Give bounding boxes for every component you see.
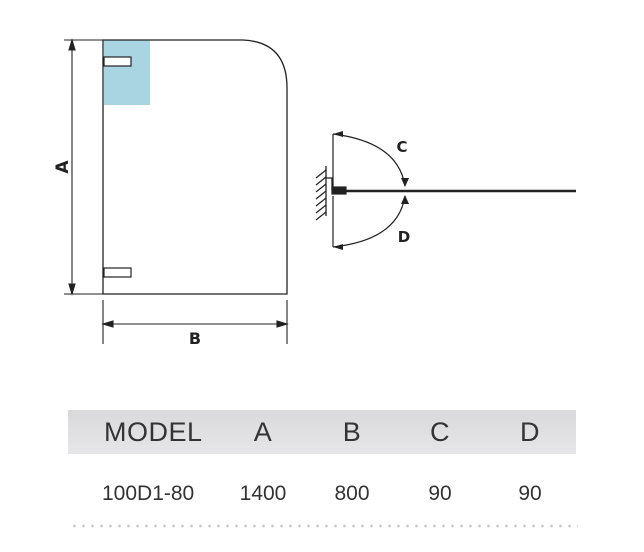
cell-model: 100D1-80 xyxy=(102,482,195,505)
cell-b: 800 xyxy=(334,482,370,505)
swing-out-label: C xyxy=(396,138,407,156)
plan-view xyxy=(315,133,576,248)
hinge-bottom xyxy=(103,267,132,278)
hinge-top xyxy=(103,56,132,67)
dimension-a-label: A xyxy=(53,160,73,174)
cell-a: 1400 xyxy=(239,482,287,505)
dimension-b-label: B xyxy=(189,329,201,348)
header-b: B xyxy=(342,416,362,447)
dimension-b xyxy=(101,300,289,344)
header-model: MODEL xyxy=(104,416,203,447)
dimension-a xyxy=(64,38,103,296)
swing-in-label: D xyxy=(398,228,410,246)
cell-c: 90 xyxy=(428,482,452,505)
shower-screen-diagram: A B C D xyxy=(53,38,576,348)
cell-d: 90 xyxy=(518,482,542,505)
plan-view-arrows xyxy=(333,131,409,250)
table-header-row: MODEL A B C D xyxy=(68,410,576,454)
table-row: 100D1-80 1400 800 90 90 xyxy=(68,468,576,520)
header-c: C xyxy=(430,416,450,447)
spec-table: MODEL A B C D 100D1-80 1400 800 90 90 xyxy=(68,410,576,520)
header-d: D xyxy=(520,416,540,447)
glass-panel-outline xyxy=(102,39,288,295)
dotted-divider xyxy=(70,524,578,528)
header-a: A xyxy=(253,416,273,447)
glass-tint-area xyxy=(104,40,150,105)
